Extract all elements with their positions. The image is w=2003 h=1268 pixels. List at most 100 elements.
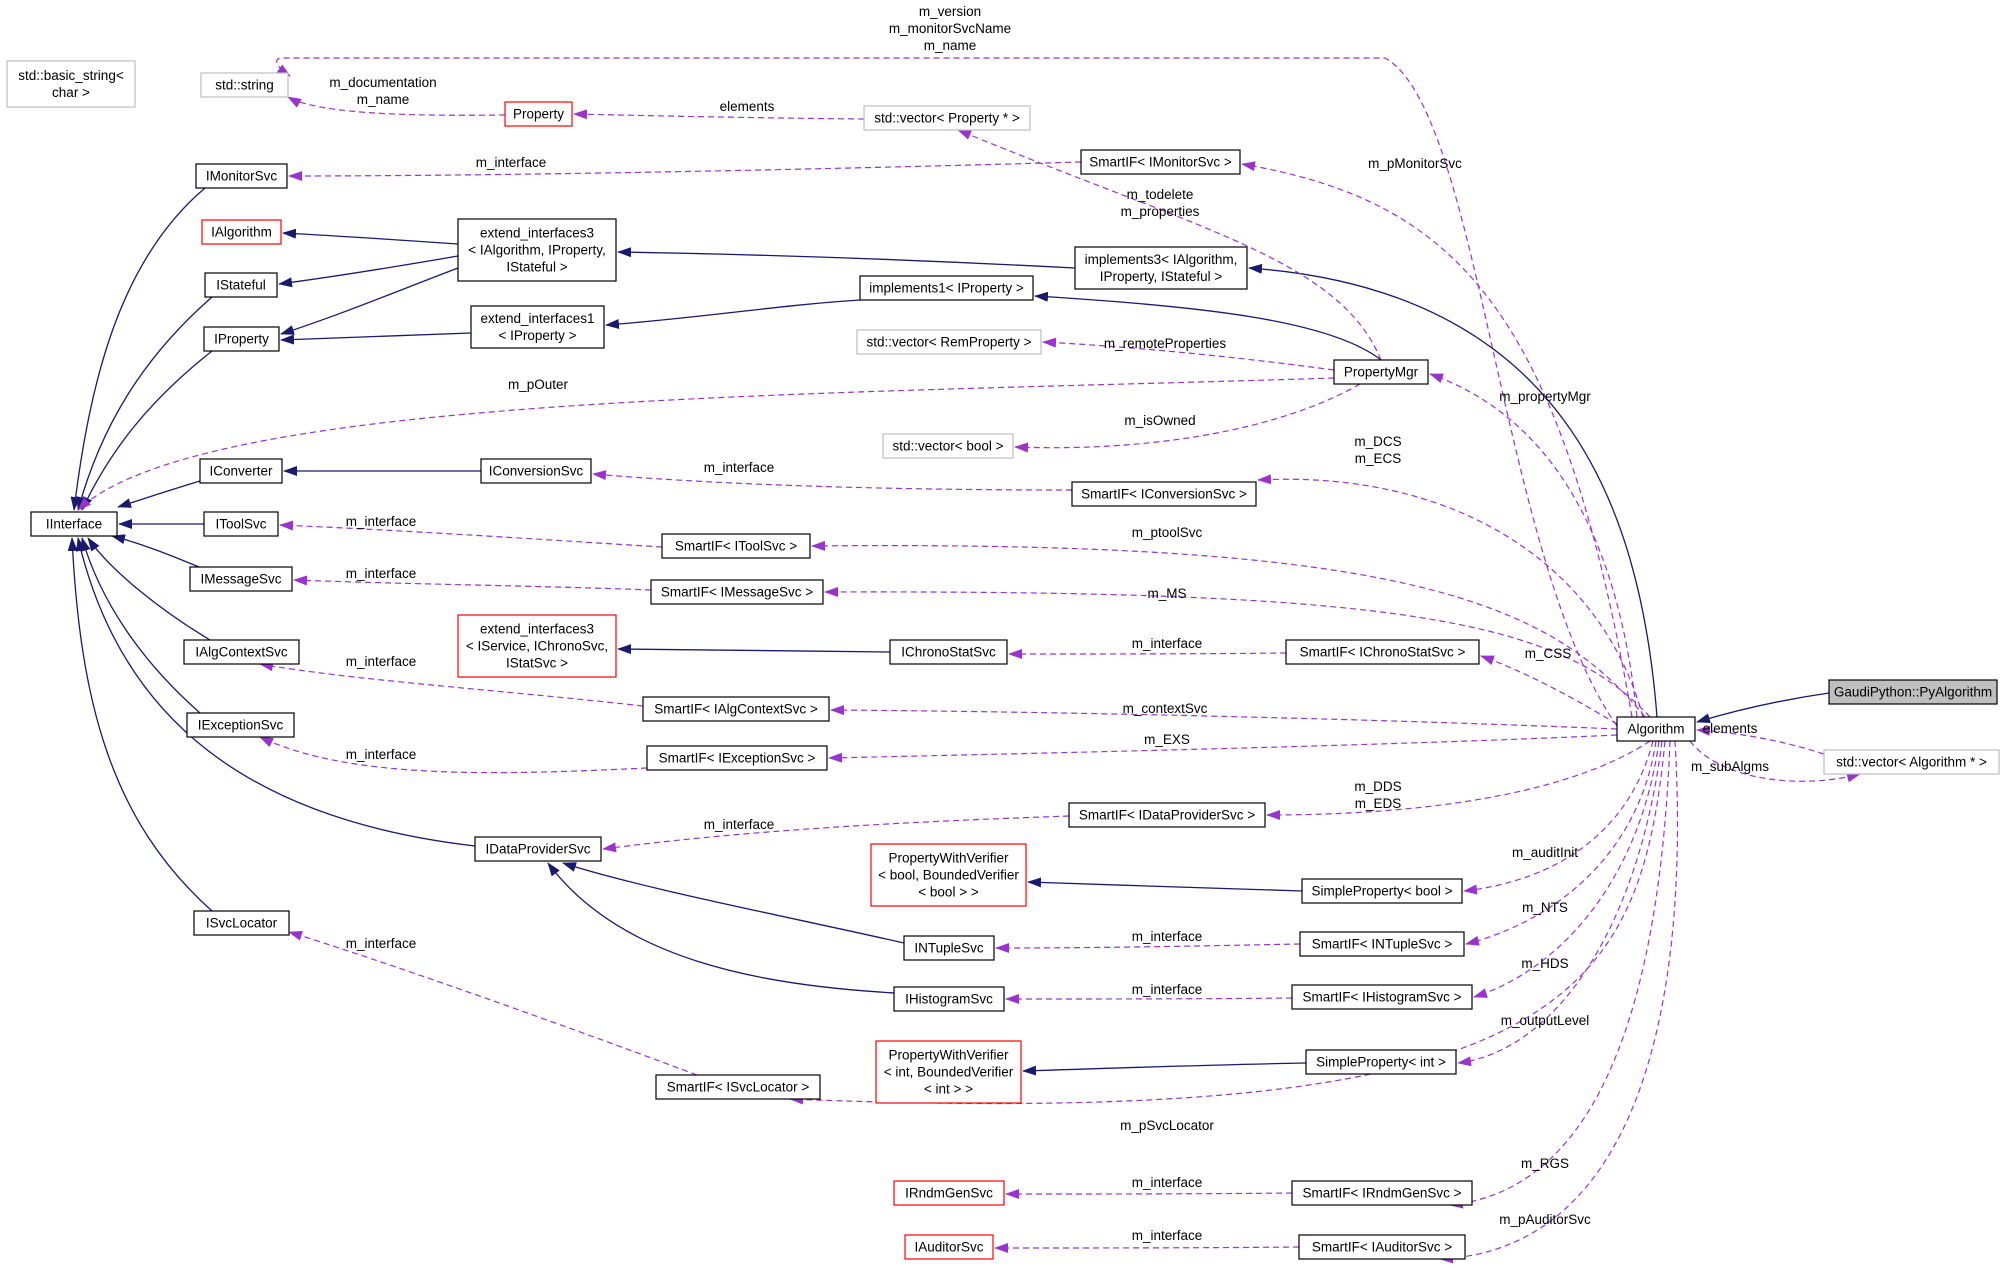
class-node-smartif-ialgcontextsvc[interactable]: SmartIF< IAlgContextSvc > [642, 696, 830, 722]
usage-edge-m-interface-algcontext [259, 661, 644, 707]
class-node-vec-algorithm[interactable]: std::vector< Algorithm * > [1823, 749, 2000, 775]
usage-edge-m-interface-monitor [288, 161, 1082, 181]
edge-label-m-dds-group: m_EDS [1355, 796, 1402, 811]
edge-label-elements-algorithm: elements [1703, 721, 1758, 736]
nodes-layer: std::basic_string<char > std::stringPrope… [6, 60, 2000, 1260]
class-node-box [1285, 639, 1480, 665]
class-node-itoolsvc[interactable]: IToolSvc [203, 511, 279, 537]
class-node-ialgorithm[interactable]: IAlgorithm [201, 219, 282, 245]
edge-label-m-dds-group: m_DDS [1354, 779, 1401, 794]
usage-edge-m-dds-group [1266, 740, 1651, 820]
usage-edge-m-version-group [276, 57, 1618, 727]
class-node-idataprovidersvc[interactable]: IDataProviderSvc [474, 836, 602, 862]
class-node-iconverter[interactable]: IConverter [199, 458, 283, 484]
class-node-algorithm[interactable]: Algorithm [1616, 716, 1696, 742]
class-node-pwv-int[interactable]: PropertyWithVerifier< int, BoundedVerifi… [875, 1040, 1022, 1104]
inheritance-edge-algorithm-to-implements3 [1248, 263, 1658, 718]
class-node-label: IConverter [209, 464, 273, 479]
edge-labels-layer: m_versionm_monitorSvcNamem_namem_documen… [329, 4, 1769, 1243]
usage-edge-m-auditinit [1463, 740, 1654, 895]
class-node-smartif-imessagesvc[interactable]: SmartIF< IMessageSvc > [650, 579, 824, 605]
class-node-box [30, 511, 118, 537]
class-node-smartif-itoolsvc[interactable]: SmartIF< IToolSvc > [661, 533, 811, 559]
class-node-label: < IService, IChronoSvc, [466, 639, 608, 654]
class-node-iconversionsvc[interactable]: IConversionSvc [480, 458, 592, 484]
class-node-irndmgensvc[interactable]: IRndmGenSvc [893, 1180, 1005, 1206]
class-node-iinterface[interactable]: IInterface [30, 511, 118, 537]
class-node-box [1298, 1234, 1466, 1260]
class-node-label: char > [52, 85, 90, 100]
edge-label-m-interface-ntuple: m_interface [1132, 929, 1203, 944]
class-node-smartif-ihistogramsvc[interactable]: SmartIF< IHistogramSvc > [1291, 984, 1473, 1010]
class-node-smartif-idataprovidersvc[interactable]: SmartIF< IDataProviderSvc > [1068, 802, 1266, 828]
edge-label-m-todelete-group: m_todelete [1127, 187, 1194, 202]
class-node-label: IMonitorSvc [206, 169, 278, 184]
class-node-smartif-intuplesvc[interactable]: SmartIF< INTupleSvc > [1299, 931, 1465, 957]
class-node-ichronostatsvc[interactable]: IChronoStatSvc [889, 639, 1008, 665]
edge-label-m-contextsvc: m_contextSvc [1123, 701, 1208, 716]
class-node-label: IAuditorSvc [914, 1240, 983, 1255]
class-node-box [204, 272, 278, 298]
class-node-box [1305, 1049, 1457, 1075]
class-node-propertymgr[interactable]: PropertyMgr [1333, 359, 1429, 385]
class-node-imonitorsvc[interactable]: IMonitorSvc [195, 163, 288, 189]
class-node-istateful[interactable]: IStateful [204, 272, 278, 298]
class-node-isvclocator[interactable]: ISvcLocator [193, 910, 290, 936]
usage-edge-elements-property [573, 109, 865, 120]
class-node-box [1071, 481, 1257, 507]
class-node-iauditorsvc[interactable]: IAuditorSvc [904, 1234, 994, 1260]
class-node-smartif-isvclocator[interactable]: SmartIF< ISvcLocator > [655, 1074, 821, 1100]
class-node-smartif-irndmgensvc[interactable]: SmartIF< IRndmGenSvc > [1291, 1180, 1473, 1206]
class-node-vec-bool[interactable]: std::vector< bool > [882, 433, 1014, 459]
usage-edge-m-pouter [77, 377, 1335, 511]
class-node-smartif-iexceptionsvc[interactable]: SmartIF< IExceptionSvc > [646, 745, 828, 771]
class-node-imessagesvc[interactable]: IMessageSvc [189, 566, 293, 592]
class-node-simpleproperty-int[interactable]: SimpleProperty< int > [1305, 1049, 1457, 1075]
class-node-smartif-ichronostatsvc[interactable]: SmartIF< IChronoStatSvc > [1285, 639, 1480, 665]
class-node-vec-remproperty[interactable]: std::vector< RemProperty > [856, 329, 1042, 355]
class-node-label: SmartIF< IAlgContextSvc > [654, 702, 818, 717]
class-node-simpleproperty-bool[interactable]: SimpleProperty< bool > [1301, 878, 1463, 904]
class-node-iproperty[interactable]: IProperty [203, 326, 280, 352]
class-node-box [199, 458, 283, 484]
class-node-box [863, 105, 1031, 131]
class-node-smartif-imonitorsvc[interactable]: SmartIF< IMonitorSvc > [1080, 149, 1241, 175]
class-node-property[interactable]: Property [504, 101, 573, 127]
class-node-label: INTupleSvc [914, 941, 984, 956]
usage-edge-m-interface-svclocator [288, 931, 698, 1076]
class-node-label: IChronoStatSvc [901, 645, 996, 660]
class-node-ihistogramsvc[interactable]: IHistogramSvc [893, 986, 1005, 1012]
usage-edge-m-interface-conversion [592, 470, 1073, 491]
class-node-box [186, 712, 295, 738]
class-node-intuplesvc[interactable]: INTupleSvc [903, 935, 995, 961]
class-node-box [470, 305, 605, 349]
class-node-ialgcontextsvc[interactable]: IAlgContextSvc [183, 639, 300, 665]
class-node-basic-string[interactable]: std::basic_string<char > [6, 60, 136, 108]
class-node-label: IExceptionSvc [198, 718, 284, 733]
class-node-label: extend_interfaces3 [480, 622, 594, 637]
class-node-extend-interfaces3-a[interactable]: extend_interfaces3< IAlgorithm, IPropert… [457, 218, 617, 282]
class-node-pwv-bool[interactable]: PropertyWithVerifier< bool, BoundedVerif… [870, 843, 1027, 907]
inheritance-edge-iexceptionsvc-to-iinterface [80, 537, 201, 714]
class-node-smartif-iconversionsvc[interactable]: SmartIF< IConversionSvc > [1071, 481, 1257, 507]
class-node-extend-interfaces3-b[interactable]: extend_interfaces3 < IService, IChronoSvc… [457, 614, 617, 678]
class-node-std-string[interactable]: std::string [200, 72, 289, 98]
usage-edge-m-rgs [1449, 740, 1671, 1209]
edges-layer [67, 57, 1861, 1264]
class-node-implements3[interactable]: implements3< IAlgorithm,IProperty, IStat… [1074, 246, 1248, 290]
usage-edge-m-pauditorsvc [1439, 740, 1679, 1264]
edge-label-elements-property: elements [720, 99, 775, 114]
class-node-box [1291, 984, 1473, 1010]
class-node-extend-interfaces1[interactable]: extend_interfaces1< IProperty > [470, 305, 605, 349]
class-node-iexceptionsvc[interactable]: IExceptionSvc [186, 712, 295, 738]
class-node-gaudipython-pyalgorithm[interactable]: GaudiPython::PyAlgorithm [1828, 679, 1998, 705]
edge-label-m-documentation-group: m_name [357, 92, 410, 107]
class-node-implements1[interactable]: implements1< IProperty > [859, 275, 1034, 301]
class-node-box [1828, 679, 1998, 705]
class-node-smartif-iauditorsvc[interactable]: SmartIF< IAuditorSvc > [1298, 1234, 1466, 1260]
class-node-box [1823, 749, 2000, 775]
class-node-vec-property[interactable]: std::vector< Property * > [863, 105, 1031, 131]
class-node-label: SmartIF< IAuditorSvc > [1312, 1240, 1452, 1255]
class-node-box [6, 60, 136, 108]
class-node-label: SmartIF< INTupleSvc > [1312, 937, 1453, 952]
